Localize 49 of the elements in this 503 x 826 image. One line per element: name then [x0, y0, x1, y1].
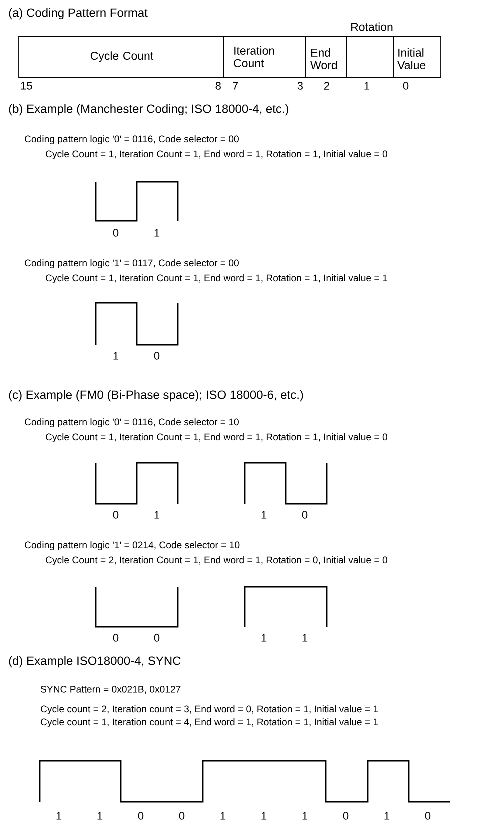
bit-value: 0: [179, 812, 185, 820]
bit-number: 3: [298, 82, 303, 90]
bit-number: 8: [216, 82, 221, 90]
node-label: Rotation: [352, 22, 393, 32]
field-cell: End Word: [306, 36, 348, 78]
section-heading: (b) Example (Manchester Coding; ISO 18000-4, etc.): [9, 104, 289, 116]
bit-value: 0: [425, 812, 431, 820]
bit-value: 1: [384, 812, 390, 820]
parameter-text: Coding pattern logic '0' = 0116, Code selector = 00: [25, 136, 239, 144]
bit-value: 1: [262, 511, 267, 519]
parameter-text: Cycle Count = 1, Iteration Count = 1, End word = 1, Rotation = 1, Initial value = 0: [46, 434, 388, 442]
bit-value: 1: [154, 511, 160, 519]
parameter-text: Coding pattern logic '1' = 0117, Code selector = 00: [25, 260, 239, 268]
field-cell: Iteration Count: [224, 36, 306, 78]
bit-value: 0: [154, 352, 160, 360]
section-heading: (a) Coding Pattern Format: [9, 8, 148, 20]
bit-value: 1: [262, 812, 267, 820]
parameter-text: Cycle count = 1, Iteration count = 4, End word = 1, Rotation = 1, Initial value = 1: [41, 718, 378, 728]
parameter-text: Cycle Count = 2, Iteration Count = 1, End word = 1, Rotation = 0, Initial value = 0: [46, 556, 388, 566]
field-cell: Rotation: [346, 22, 394, 78]
bit-value: 0: [138, 812, 144, 820]
bit-value: 1: [114, 352, 119, 360]
bit-value: 1: [154, 229, 160, 237]
parameter-text: Cycle Count = 1, Iteration Count = 1, End word = 1, Rotation = 1, Initial value = 0: [46, 150, 388, 160]
parameter-text: Coding pattern logic '0' = 0116, Code selector = 10: [25, 418, 239, 428]
bit-value: 1: [262, 634, 267, 642]
bit-value: 1: [56, 812, 62, 820]
bit-value: 1: [220, 812, 226, 820]
bit-value: 0: [113, 634, 119, 642]
parameter-text: SYNC Pattern = 0x021B, 0x0127: [41, 686, 181, 694]
bit-value: 0: [154, 634, 160, 642]
bit-value: 1: [98, 812, 103, 820]
section-heading: (d) Example ISO18000-4, SYNC: [9, 656, 181, 668]
bit-value: 0: [302, 511, 308, 519]
bit-number: 0: [403, 82, 409, 90]
parameter-text: Coding pattern logic '1' = 0214, Code selector = 10: [25, 542, 240, 550]
parameter-text: Cycle Count = 1, Iteration Count = 1, End word = 1, Rotation = 1, Initial value = 1: [46, 274, 388, 284]
bit-value: 0: [343, 812, 349, 820]
bit-value: 1: [302, 634, 308, 642]
field-cell: Cycle Count: [18, 36, 224, 78]
section-heading: (c) Example (FM0 (Bi-Phase space); ISO 18000-6, etc.): [9, 390, 304, 402]
bit-value: 1: [302, 812, 308, 820]
bit-number: 7: [233, 82, 238, 90]
bit-value: 0: [113, 511, 119, 519]
bit-number: 1: [364, 82, 370, 90]
bit-value: 0: [113, 229, 119, 237]
bit-number: 2: [324, 82, 330, 90]
parameter-text: Cycle count = 2, Iteration count = 3, End word = 0, Rotation = 1, Initial value = 1: [41, 706, 378, 714]
field-cell: Initial Value: [394, 36, 442, 78]
